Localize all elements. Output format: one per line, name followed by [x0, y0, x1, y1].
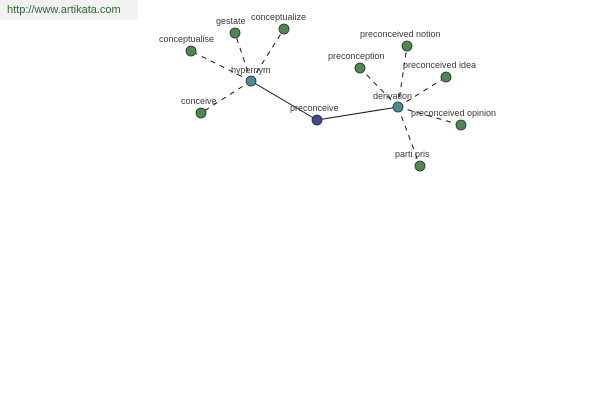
node-preconceived-idea[interactable] [440, 71, 452, 83]
edge-hypernym-conceptualise [190, 50, 252, 82]
label-preconception[interactable]: preconception [328, 51, 385, 61]
label-preconceived-opinion[interactable]: preconceived opinion [411, 108, 496, 118]
node-preconceived-notion[interactable] [401, 40, 413, 52]
label-preconceived-idea[interactable]: preconceived idea [403, 60, 476, 70]
artikata-link[interactable]: http://www.artikata.com [0, 0, 138, 20]
edge-hypernym-gestate [234, 32, 252, 82]
edge-hypernym-conceptualize [250, 28, 285, 82]
label-parti-pris[interactable]: parti pris [395, 149, 430, 159]
node-conceptualize[interactable] [278, 23, 290, 35]
label-conceptualise[interactable]: conceptualise [159, 34, 214, 44]
node-parti-pris[interactable] [414, 160, 426, 172]
node-preconceived-opinion[interactable] [455, 119, 467, 131]
edges-layer [190, 28, 462, 167]
label-derivation[interactable]: derivation [373, 91, 412, 101]
label-preconceive[interactable]: preconceive [290, 103, 339, 113]
label-hypernym[interactable]: hypernym [231, 65, 271, 75]
edge-preconceive-hypernym [250, 80, 318, 121]
node-conceptualise[interactable] [185, 45, 197, 57]
edge-derivation-preconception [359, 67, 399, 108]
node-conceive[interactable] [195, 107, 207, 119]
node-hypernym[interactable] [245, 75, 257, 87]
node-preconceive[interactable] [311, 114, 323, 126]
node-derivation[interactable] [392, 101, 404, 113]
labels-layer: preconceive hypernym gestate conceptualize c… [159, 12, 496, 159]
node-preconception[interactable] [354, 62, 366, 74]
edge-derivation-preconceived-opinion [397, 106, 462, 126]
label-preconceived-notion[interactable]: preconceived notion [360, 29, 441, 39]
label-gestate[interactable]: gestate [216, 16, 246, 26]
label-conceive[interactable]: conceive [181, 96, 217, 106]
label-conceptualize[interactable]: conceptualize [251, 12, 306, 22]
edge-preconceive-derivation [316, 106, 399, 121]
node-gestate[interactable] [229, 27, 241, 39]
edge-derivation-parti-pris [397, 106, 421, 167]
nodes-layer [185, 23, 467, 172]
edge-derivation-preconceived-notion [397, 45, 408, 108]
